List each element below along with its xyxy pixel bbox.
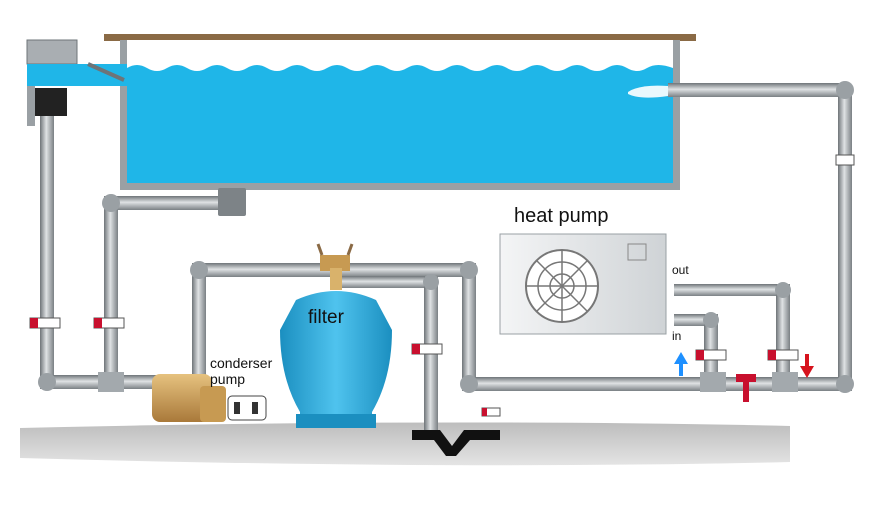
valve-bypass [736, 374, 756, 382]
ground [20, 422, 790, 466]
sand-filter [280, 243, 392, 428]
flow-out-arrow [800, 354, 814, 378]
skimmer [26, 39, 78, 65]
waste-drain [412, 430, 500, 456]
skimmer-weir [87, 62, 125, 82]
skimmer-basket [31, 88, 67, 116]
pool-water [127, 65, 673, 183]
heat-pump-unit [499, 233, 667, 335]
heat-pump-label: heat pump [514, 205, 609, 227]
out-label: out [672, 263, 689, 277]
pump-label-line2: pump [210, 371, 245, 387]
water-spray [628, 85, 668, 98]
flow-in-arrow [674, 352, 688, 376]
pump-label-line1: conderser [210, 355, 273, 371]
valves [29, 317, 799, 417]
pool-deck [104, 34, 696, 41]
in-label: in [672, 329, 681, 343]
filter-label: filter [308, 307, 345, 328]
circulation-pump [152, 374, 267, 422]
